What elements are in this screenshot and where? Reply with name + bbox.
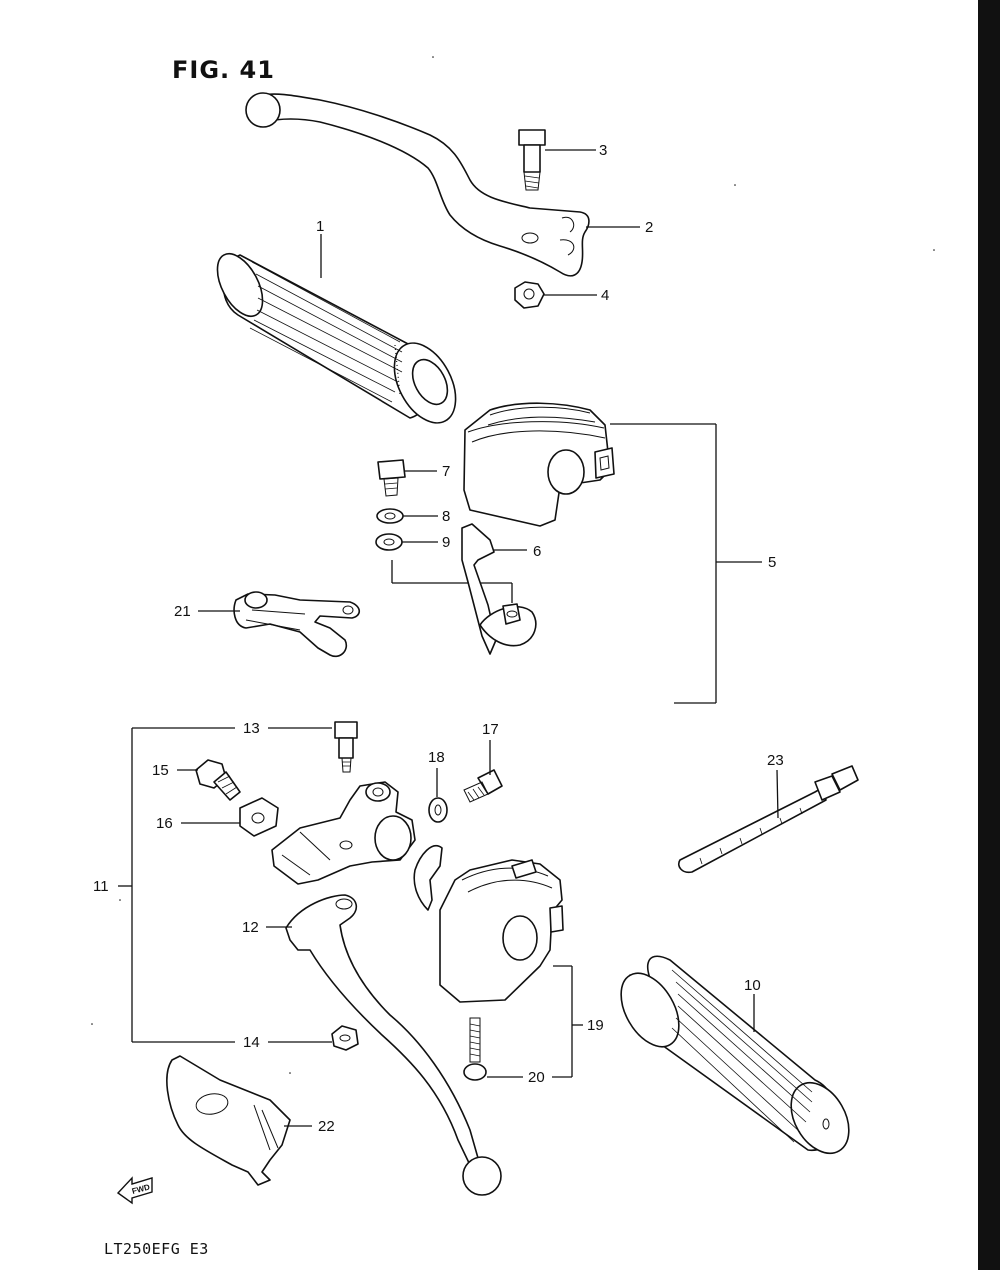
nut-14 xyxy=(331,1025,359,1051)
washer-18 xyxy=(428,797,448,823)
screw-7 xyxy=(377,459,406,497)
callout-4: 4 xyxy=(601,287,609,304)
callout-10: 10 xyxy=(744,977,761,994)
callout-20: 20 xyxy=(528,1069,545,1086)
callout-9: 9 xyxy=(442,534,450,551)
callout-17: 17 xyxy=(482,721,499,738)
callout-7: 7 xyxy=(442,463,450,480)
callout-16: 16 xyxy=(156,815,173,832)
locknut-16 xyxy=(239,797,279,837)
bracket-plate-21 xyxy=(233,591,361,658)
fwd-arrow-icon: FWD xyxy=(116,1176,153,1205)
callout-15: 15 xyxy=(152,762,169,779)
brake-lever-top xyxy=(245,92,590,277)
switch-housing-lower xyxy=(413,845,564,1003)
bolt-3 xyxy=(518,129,546,191)
washer-8 xyxy=(376,508,404,524)
page-edge-bar xyxy=(978,0,1000,1270)
nut-4 xyxy=(514,281,545,309)
switch-lever-6 xyxy=(461,523,537,655)
grip-left xyxy=(216,253,457,424)
screw-20 xyxy=(463,1017,487,1081)
cable-adjuster-15 xyxy=(195,759,241,801)
grip-right xyxy=(620,955,850,1155)
callout-5: 5 xyxy=(768,554,776,571)
cable-tie-23 xyxy=(677,765,859,874)
figure-title: FIG. 41 xyxy=(172,56,275,84)
callout-14: 14 xyxy=(243,1034,260,1051)
callout-22: 22 xyxy=(318,1118,335,1135)
callout-11: 11 xyxy=(93,878,109,895)
callout-23: 23 xyxy=(767,752,784,769)
callout-13: 13 xyxy=(243,720,260,737)
callout-21: 21 xyxy=(174,603,191,620)
pivot-bolt-13 xyxy=(334,721,358,773)
callout-2: 2 xyxy=(645,219,653,236)
lever-boot-22 xyxy=(166,1055,291,1186)
clutch-lever-12 xyxy=(285,894,502,1196)
lever-holder-11 xyxy=(271,781,416,885)
callout-3: 3 xyxy=(599,142,607,159)
callout-8: 8 xyxy=(442,508,450,525)
callout-18: 18 xyxy=(428,749,445,766)
screw-17 xyxy=(463,769,503,803)
model-code: LT250EFG E3 xyxy=(104,1240,209,1258)
callout-6: 6 xyxy=(533,543,541,560)
washer-9 xyxy=(375,533,403,551)
switch-housing-upper xyxy=(463,402,615,527)
callout-1: 1 xyxy=(316,218,324,235)
callout-12: 12 xyxy=(242,919,259,936)
callout-19: 19 xyxy=(587,1017,604,1034)
